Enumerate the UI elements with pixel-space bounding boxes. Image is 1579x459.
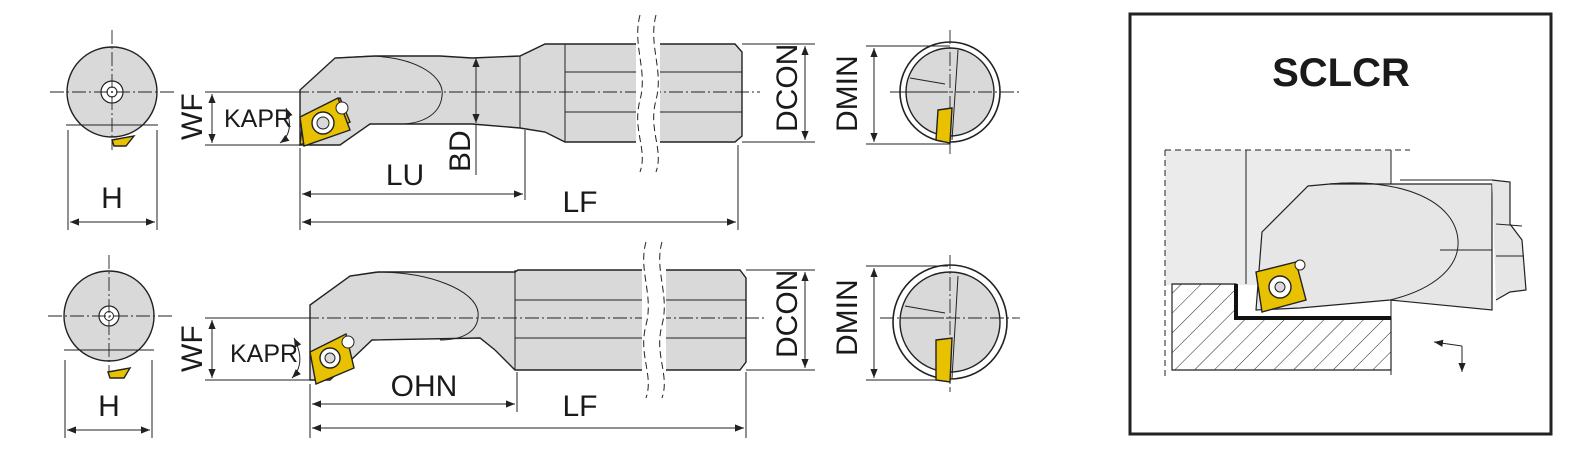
bottom-view: H WF KAPR	[48, 240, 1020, 438]
bottom-ohn-label: OHN	[391, 370, 458, 403]
top-end-view	[50, 30, 175, 150]
feed-direction-icon	[1433, 339, 1466, 372]
application-tool	[1255, 179, 1527, 313]
bottom-dmin-label: DMIN	[831, 279, 864, 356]
top-length-dimensions: LU LF	[299, 130, 739, 230]
top-wf-dimension: WF KAPR	[176, 91, 300, 146]
top-bd-dimension: BD	[444, 58, 480, 175]
top-h-label: H	[101, 182, 123, 215]
top-view: H WF KAPR	[50, 14, 1020, 230]
top-boring-bar	[295, 14, 760, 174]
top-bd-label: BD	[444, 130, 477, 172]
bottom-dmin-dimension: DMIN	[831, 265, 948, 381]
bottom-h-dimension: H	[64, 360, 153, 438]
top-dmin-label: DMIN	[831, 55, 864, 132]
bottom-boring-bar	[305, 240, 765, 400]
bottom-lf-label: LF	[562, 390, 597, 423]
application-box: SCLCR	[1128, 12, 1553, 436]
bottom-h-label: H	[98, 390, 120, 423]
bottom-dcon-dimension: DCON	[746, 269, 815, 371]
bottom-length-dimensions: OHN LF	[309, 370, 747, 438]
bottom-kapr-label: KAPR	[230, 340, 298, 368]
top-dcon-dimension: DCON	[742, 43, 815, 143]
top-h-dimension: H	[67, 130, 158, 230]
top-kapr-label: KAPR	[224, 105, 292, 133]
top-wf-label: WF	[176, 93, 209, 140]
bottom-dcon-label: DCON	[771, 270, 804, 358]
bottom-bore-end-view	[880, 255, 1020, 392]
application-title: SCLCR	[1272, 51, 1410, 95]
top-dcon-label: DCON	[771, 44, 804, 132]
bottom-wf-dimension: WF KAPR	[176, 317, 312, 381]
top-bore-end-view	[890, 30, 1020, 155]
bottom-end-view	[48, 255, 172, 379]
bottom-wf-label: WF	[176, 325, 209, 372]
top-dmin-dimension: DMIN	[831, 45, 950, 145]
top-lu-label: LU	[386, 159, 424, 192]
top-lf-label: LF	[562, 186, 597, 219]
